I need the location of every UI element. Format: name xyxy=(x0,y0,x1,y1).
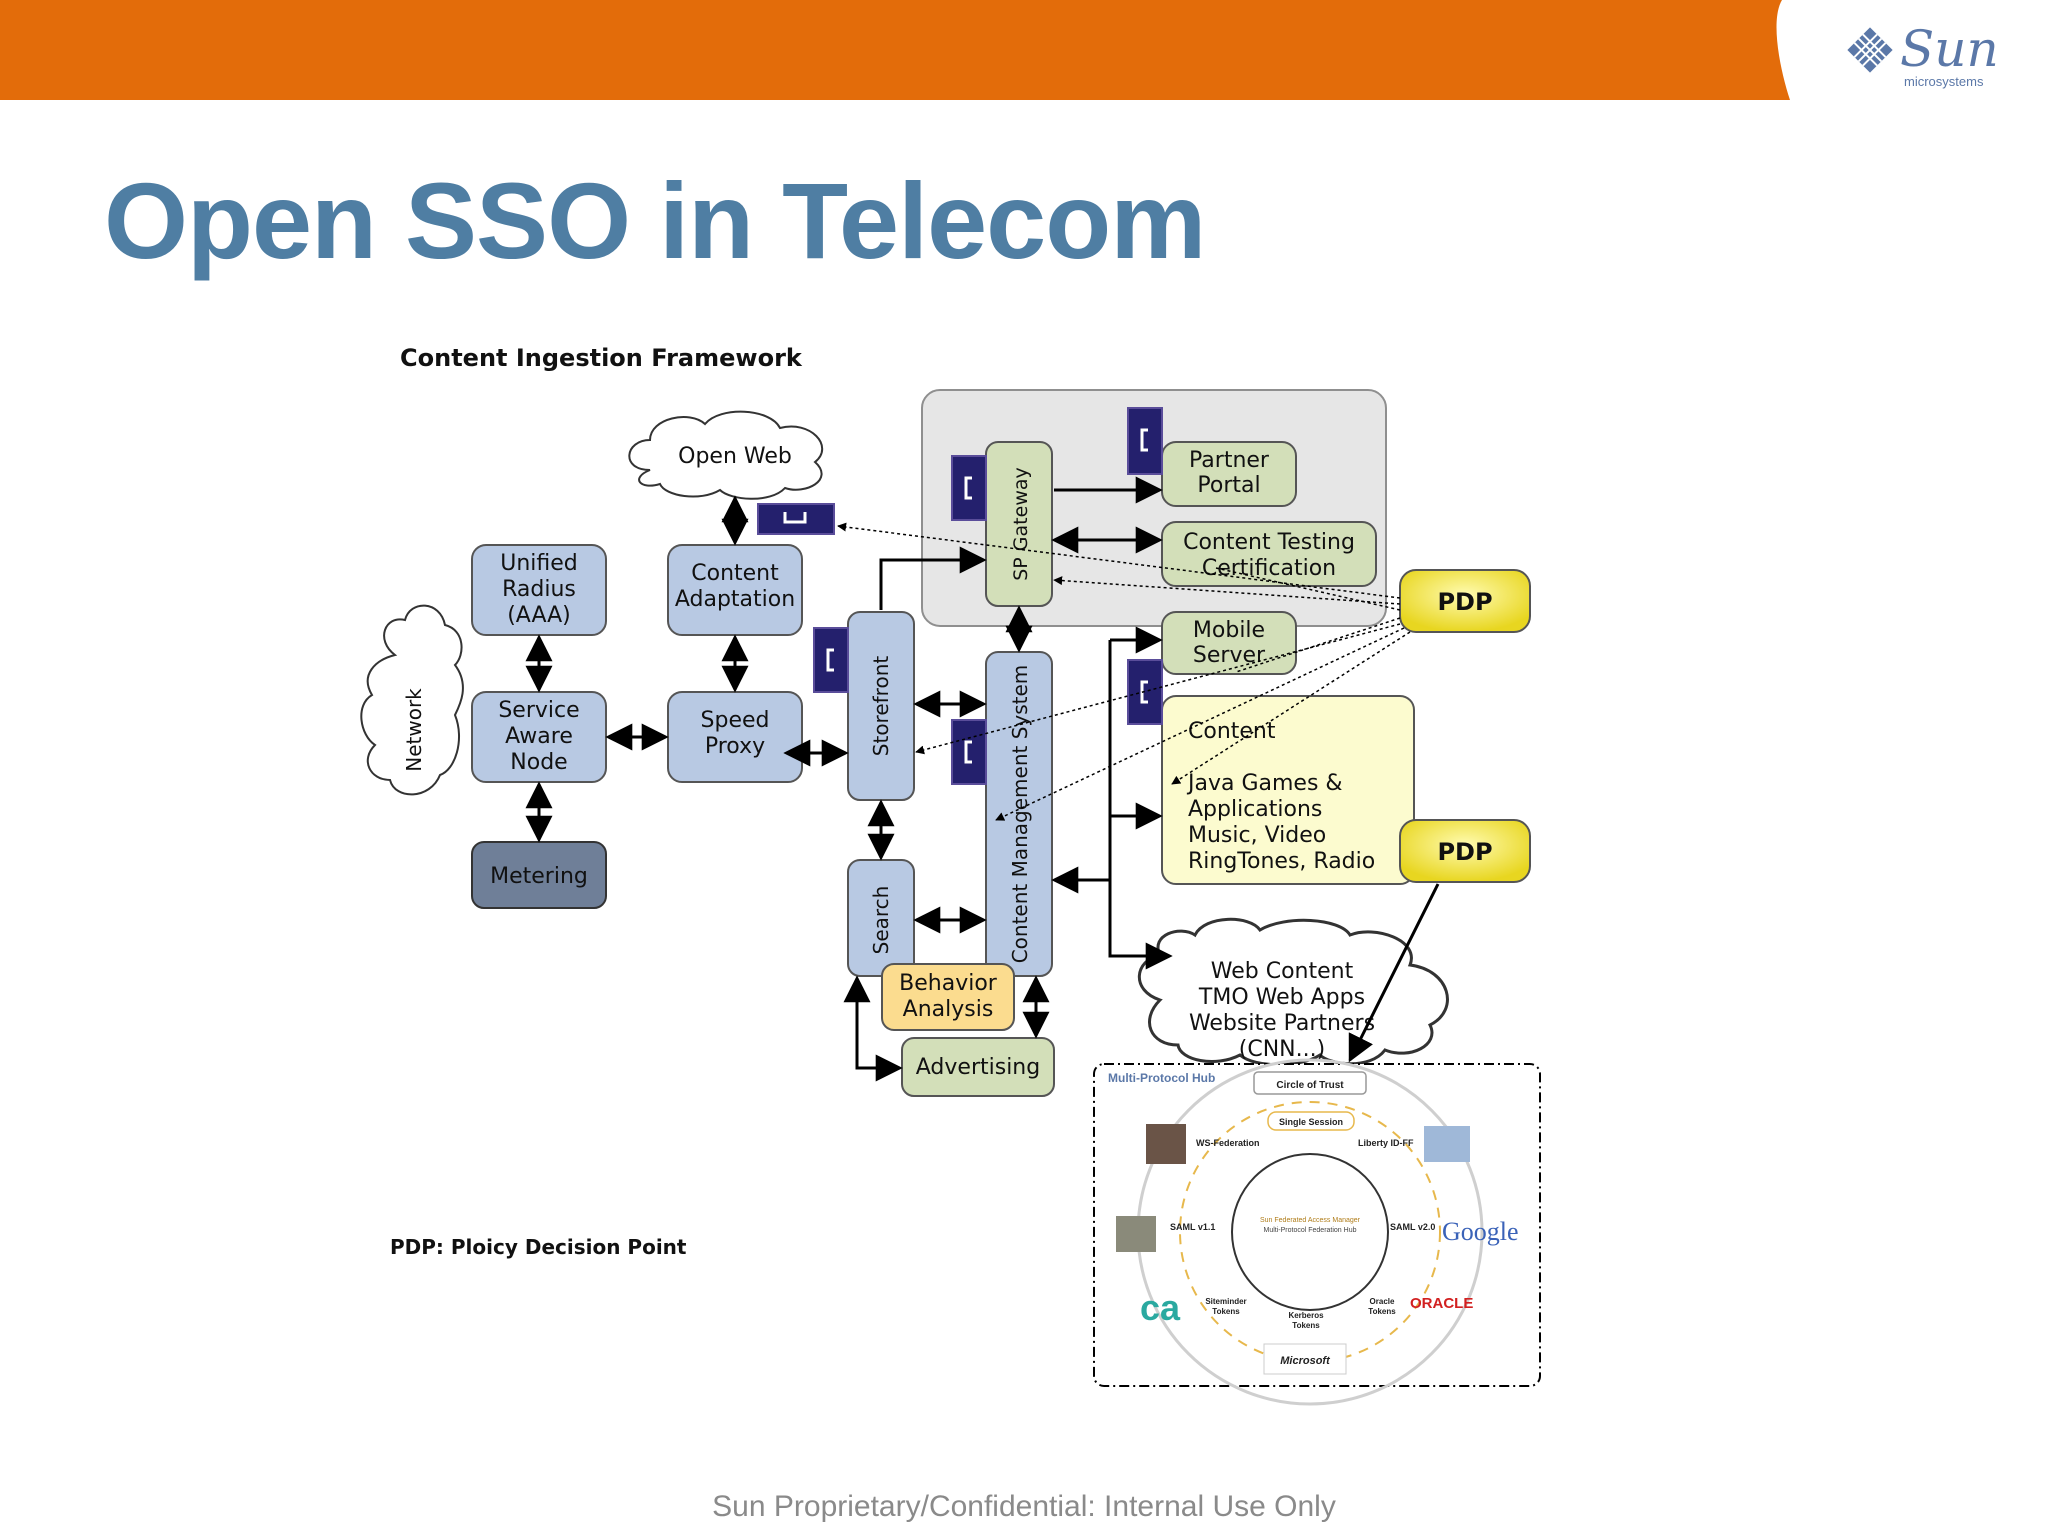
content-box: Content Java Games & Applications Music,… xyxy=(1161,695,1415,885)
microsoft-logo: Microsoft xyxy=(1280,1355,1331,1367)
google-logo: Google xyxy=(1442,1217,1519,1246)
network-cloud: Network xyxy=(360,604,464,796)
metering-box: Metering xyxy=(471,841,607,909)
lock-icon-partner xyxy=(1127,407,1163,475)
web-content-cloud: Web Content TMO Web Apps Website Partner… xyxy=(1137,917,1449,1067)
siteminder-line-1: Siteminder xyxy=(1205,1297,1246,1306)
oracle-tokens-line-2: Tokens xyxy=(1368,1307,1396,1316)
behavior-analysis-line-2: Analysis xyxy=(903,997,994,1022)
logo-text: Sun xyxy=(1900,20,1999,78)
kerberos-line-2: Tokens xyxy=(1292,1321,1320,1330)
lock-icon-storefront xyxy=(813,627,849,693)
network-label: Network xyxy=(402,688,426,772)
saml20-label: SAML v2.0 xyxy=(1390,1222,1435,1232)
content-line-5: RingTones, Radio xyxy=(1188,849,1375,874)
search-label: Search xyxy=(869,886,893,955)
storefront-label: Storefront xyxy=(869,656,893,757)
content-testing-line-1: Content Testing xyxy=(1183,530,1355,555)
hub-center-line-2: Multi-Protocol Federation Hub xyxy=(1264,1227,1357,1234)
web-content-line-1: Web Content xyxy=(1211,959,1354,984)
search-box: Search xyxy=(847,859,915,977)
speed-proxy-line-2: Proxy xyxy=(705,734,765,759)
unified-radius-box: Unified Radius (AAA) xyxy=(471,544,607,636)
content-adaptation-box: Content Adaptation xyxy=(667,544,803,636)
service-aware-line-1: Service xyxy=(498,698,579,723)
hub-title: Multi-Protocol Hub xyxy=(1108,1071,1215,1085)
single-session-label: Single Session xyxy=(1279,1117,1343,1127)
footer-confidential: Sun Proprietary/Confidential: Internal U… xyxy=(712,1490,1336,1523)
content-line-2: Java Games & xyxy=(1186,771,1343,796)
liberty-label: Liberty ID-FF xyxy=(1358,1138,1414,1148)
lock-icon-cms xyxy=(951,719,987,785)
behavior-analysis-line-1: Behavior xyxy=(899,971,998,996)
mobile-server-line-2: Server xyxy=(1193,643,1266,668)
oracle-tokens-line-1: Oracle xyxy=(1370,1297,1395,1306)
metering-label: Metering xyxy=(490,864,588,889)
behavior-analysis-box: Behavior Analysis xyxy=(881,963,1015,1031)
content-adaptation-line-2: Adaptation xyxy=(675,587,795,612)
kerberos-line-1: Kerberos xyxy=(1288,1311,1324,1320)
hub-inner-ring xyxy=(1231,1153,1389,1311)
service-aware-line-3: Node xyxy=(510,750,567,775)
mobile-server-box: Mobile Server xyxy=(1161,611,1297,675)
pdp-bottom: PDP xyxy=(1399,819,1531,883)
navy-lock-icons xyxy=(757,407,1163,785)
pdp-legend-note: PDP: Ploicy Decision Point xyxy=(390,1235,687,1259)
content-adaptation-line-1: Content xyxy=(691,561,779,586)
ws-federation-label: WS-Federation xyxy=(1196,1138,1260,1148)
sp-gateway-box: SP Gateway xyxy=(985,441,1053,607)
page-title: Open SSO in Telecom xyxy=(104,160,1206,281)
circle-of-trust-label: Circle of Trust xyxy=(1276,1080,1344,1091)
unified-radius-line-2: Radius xyxy=(502,577,576,602)
service-aware-node-box: Service Aware Node xyxy=(471,691,607,783)
open-web-label: Open Web xyxy=(678,444,792,469)
multi-protocol-hub: Multi-Protocol Hub Circle of Trust Singl… xyxy=(1093,1058,1541,1406)
pdp-bottom-label: PDP xyxy=(1437,838,1492,866)
content-testing-line-2: Certification xyxy=(1202,556,1336,581)
web-content-line-2: TMO Web Apps xyxy=(1198,985,1365,1010)
sun-logo: Sun microsystems xyxy=(1847,20,1999,89)
content-testing-box: Content Testing Certification xyxy=(1161,521,1377,587)
speed-proxy-box: Speed Proxy xyxy=(667,691,803,783)
orange-banner xyxy=(0,0,1790,100)
oracle-logo: ORACLE xyxy=(1410,1295,1473,1312)
liberty-logo xyxy=(1424,1126,1470,1162)
ws-federation-logo xyxy=(1146,1124,1186,1164)
content-management-label: Content Management System xyxy=(1008,665,1032,964)
header-bar xyxy=(0,0,1790,100)
open-web-cloud: Open Web xyxy=(628,410,823,500)
advertising-box: Advertising xyxy=(901,1037,1055,1097)
partner-portal-box: Partner Portal xyxy=(1161,441,1297,507)
connectors xyxy=(525,476,1440,1082)
service-aware-line-2: Aware xyxy=(505,724,573,749)
lock-icon-sp-gateway xyxy=(951,455,987,521)
saml11-label: SAML v1.1 xyxy=(1170,1222,1215,1232)
content-line-3: Applications xyxy=(1188,797,1322,822)
siteminder-line-2: Tokens xyxy=(1212,1307,1240,1316)
partner-portal-line-1: Partner xyxy=(1189,448,1270,473)
unified-radius-line-3: (AAA) xyxy=(507,603,571,628)
web-content-line-3: Website Partners xyxy=(1189,1011,1375,1036)
web-content-line-4: (CNN...) xyxy=(1239,1037,1325,1062)
partner-portal-line-2: Portal xyxy=(1197,473,1260,498)
pdp-top-label: PDP xyxy=(1437,588,1492,616)
lock-icon-adaptation xyxy=(757,503,835,535)
pdp-top: PDP xyxy=(1399,569,1531,633)
lock-icon-mobile xyxy=(1127,659,1163,725)
advertising-label: Advertising xyxy=(916,1055,1040,1080)
logo-subtext: microsystems xyxy=(1904,74,1984,89)
mobile-server-line-1: Mobile xyxy=(1193,618,1265,643)
ca-logo: ca xyxy=(1140,1287,1181,1328)
content-management-box: Content Management System xyxy=(985,651,1053,977)
diagram-heading: Content Ingestion Framework xyxy=(400,344,803,372)
sp-gateway-label: SP Gateway xyxy=(1010,467,1032,581)
saml11-logo xyxy=(1116,1216,1156,1252)
storefront-box: Storefront xyxy=(847,611,915,801)
hub-center-line-1: Sun Federated Access Manager xyxy=(1260,1217,1361,1224)
content-line-4: Music, Video xyxy=(1188,823,1326,848)
unified-radius-line-1: Unified xyxy=(500,551,578,576)
speed-proxy-line-1: Speed xyxy=(701,708,770,733)
dotted-connectors xyxy=(837,522,1411,821)
